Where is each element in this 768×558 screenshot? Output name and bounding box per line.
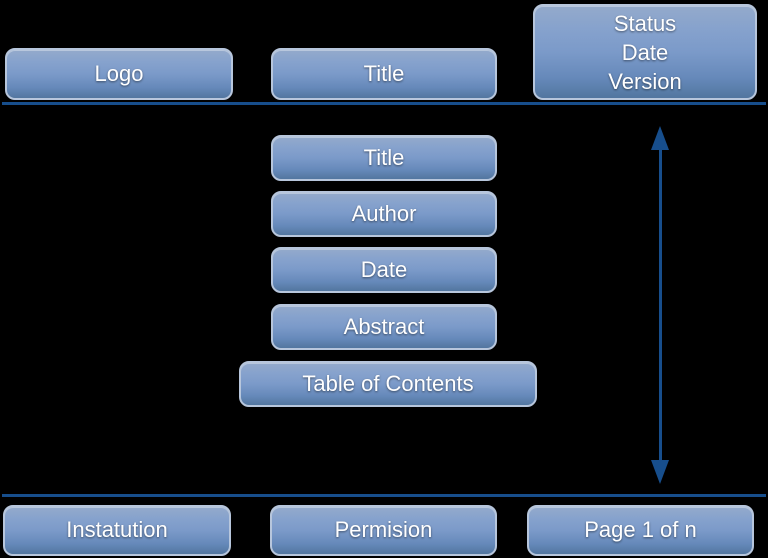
front-matter-date-box: Date xyxy=(271,247,497,293)
footer-page-number-box: Page 1 of n xyxy=(527,505,754,556)
header-logo-label: Logo xyxy=(94,60,144,86)
header-logo-box: Logo xyxy=(5,48,233,100)
front-matter-author-box: Author xyxy=(271,191,497,237)
footer-page-number-label: Page 1 of n xyxy=(584,517,697,543)
version-line: Version xyxy=(608,68,682,94)
front-matter-author-label: Author xyxy=(351,200,417,226)
header-status-date-version-box: Status Date Version xyxy=(533,4,757,100)
front-matter-toc-label: Table of Contents xyxy=(302,370,474,396)
arrow-shaft xyxy=(659,148,662,462)
header-title-label: Title xyxy=(363,60,405,86)
status-line: Status xyxy=(613,10,677,36)
front-matter-abstract-label: Abstract xyxy=(343,313,425,339)
front-matter-abstract-box: Abstract xyxy=(271,304,497,350)
header-title-box: Title xyxy=(271,48,497,100)
down-arrowhead-icon xyxy=(651,460,669,484)
footer-permission-box: Permision xyxy=(270,505,497,556)
up-arrowhead-icon xyxy=(651,126,669,150)
front-matter-title-label: Title xyxy=(363,144,405,170)
front-matter-date-label: Date xyxy=(360,256,408,282)
front-matter-title-box: Title xyxy=(271,135,497,181)
date-line: Date xyxy=(621,39,669,65)
footer-separator-line xyxy=(2,494,766,497)
front-matter-toc-box: Table of Contents xyxy=(239,361,537,407)
footer-institution-label: Instatution xyxy=(66,517,168,543)
footer-institution-box: Instatution xyxy=(3,505,231,556)
header-separator-line xyxy=(2,102,766,105)
footer-permission-label: Permision xyxy=(334,517,433,543)
